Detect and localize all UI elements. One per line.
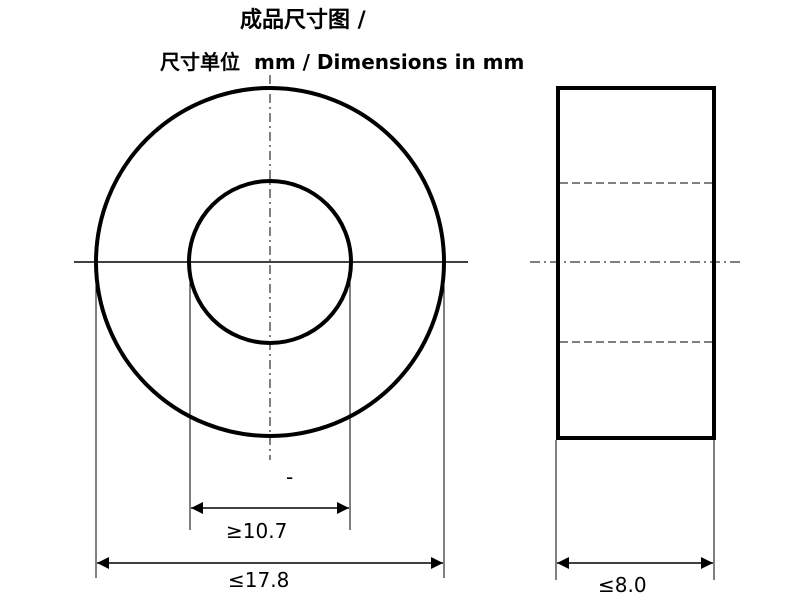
side-view: ≤8.0 (530, 86, 742, 597)
height-label: ≤8.0 (598, 573, 647, 597)
unit-label-chinese: 尺寸单位 (160, 50, 240, 74)
inner-diameter-label: ≥10.7 (226, 519, 287, 543)
front-view: - ≥10.7 ≤17.8 (74, 75, 468, 592)
title-units: 尺寸单位 mm / Dimensions in mm (160, 46, 524, 75)
outer-diameter-label: ≤17.8 (228, 568, 289, 592)
dash-mark: - (286, 465, 293, 489)
unit-label-english: mm / Dimensions in mm (254, 50, 525, 74)
side-rectangle (556, 86, 716, 440)
title-chinese: 成品尺寸图 / (240, 8, 366, 33)
